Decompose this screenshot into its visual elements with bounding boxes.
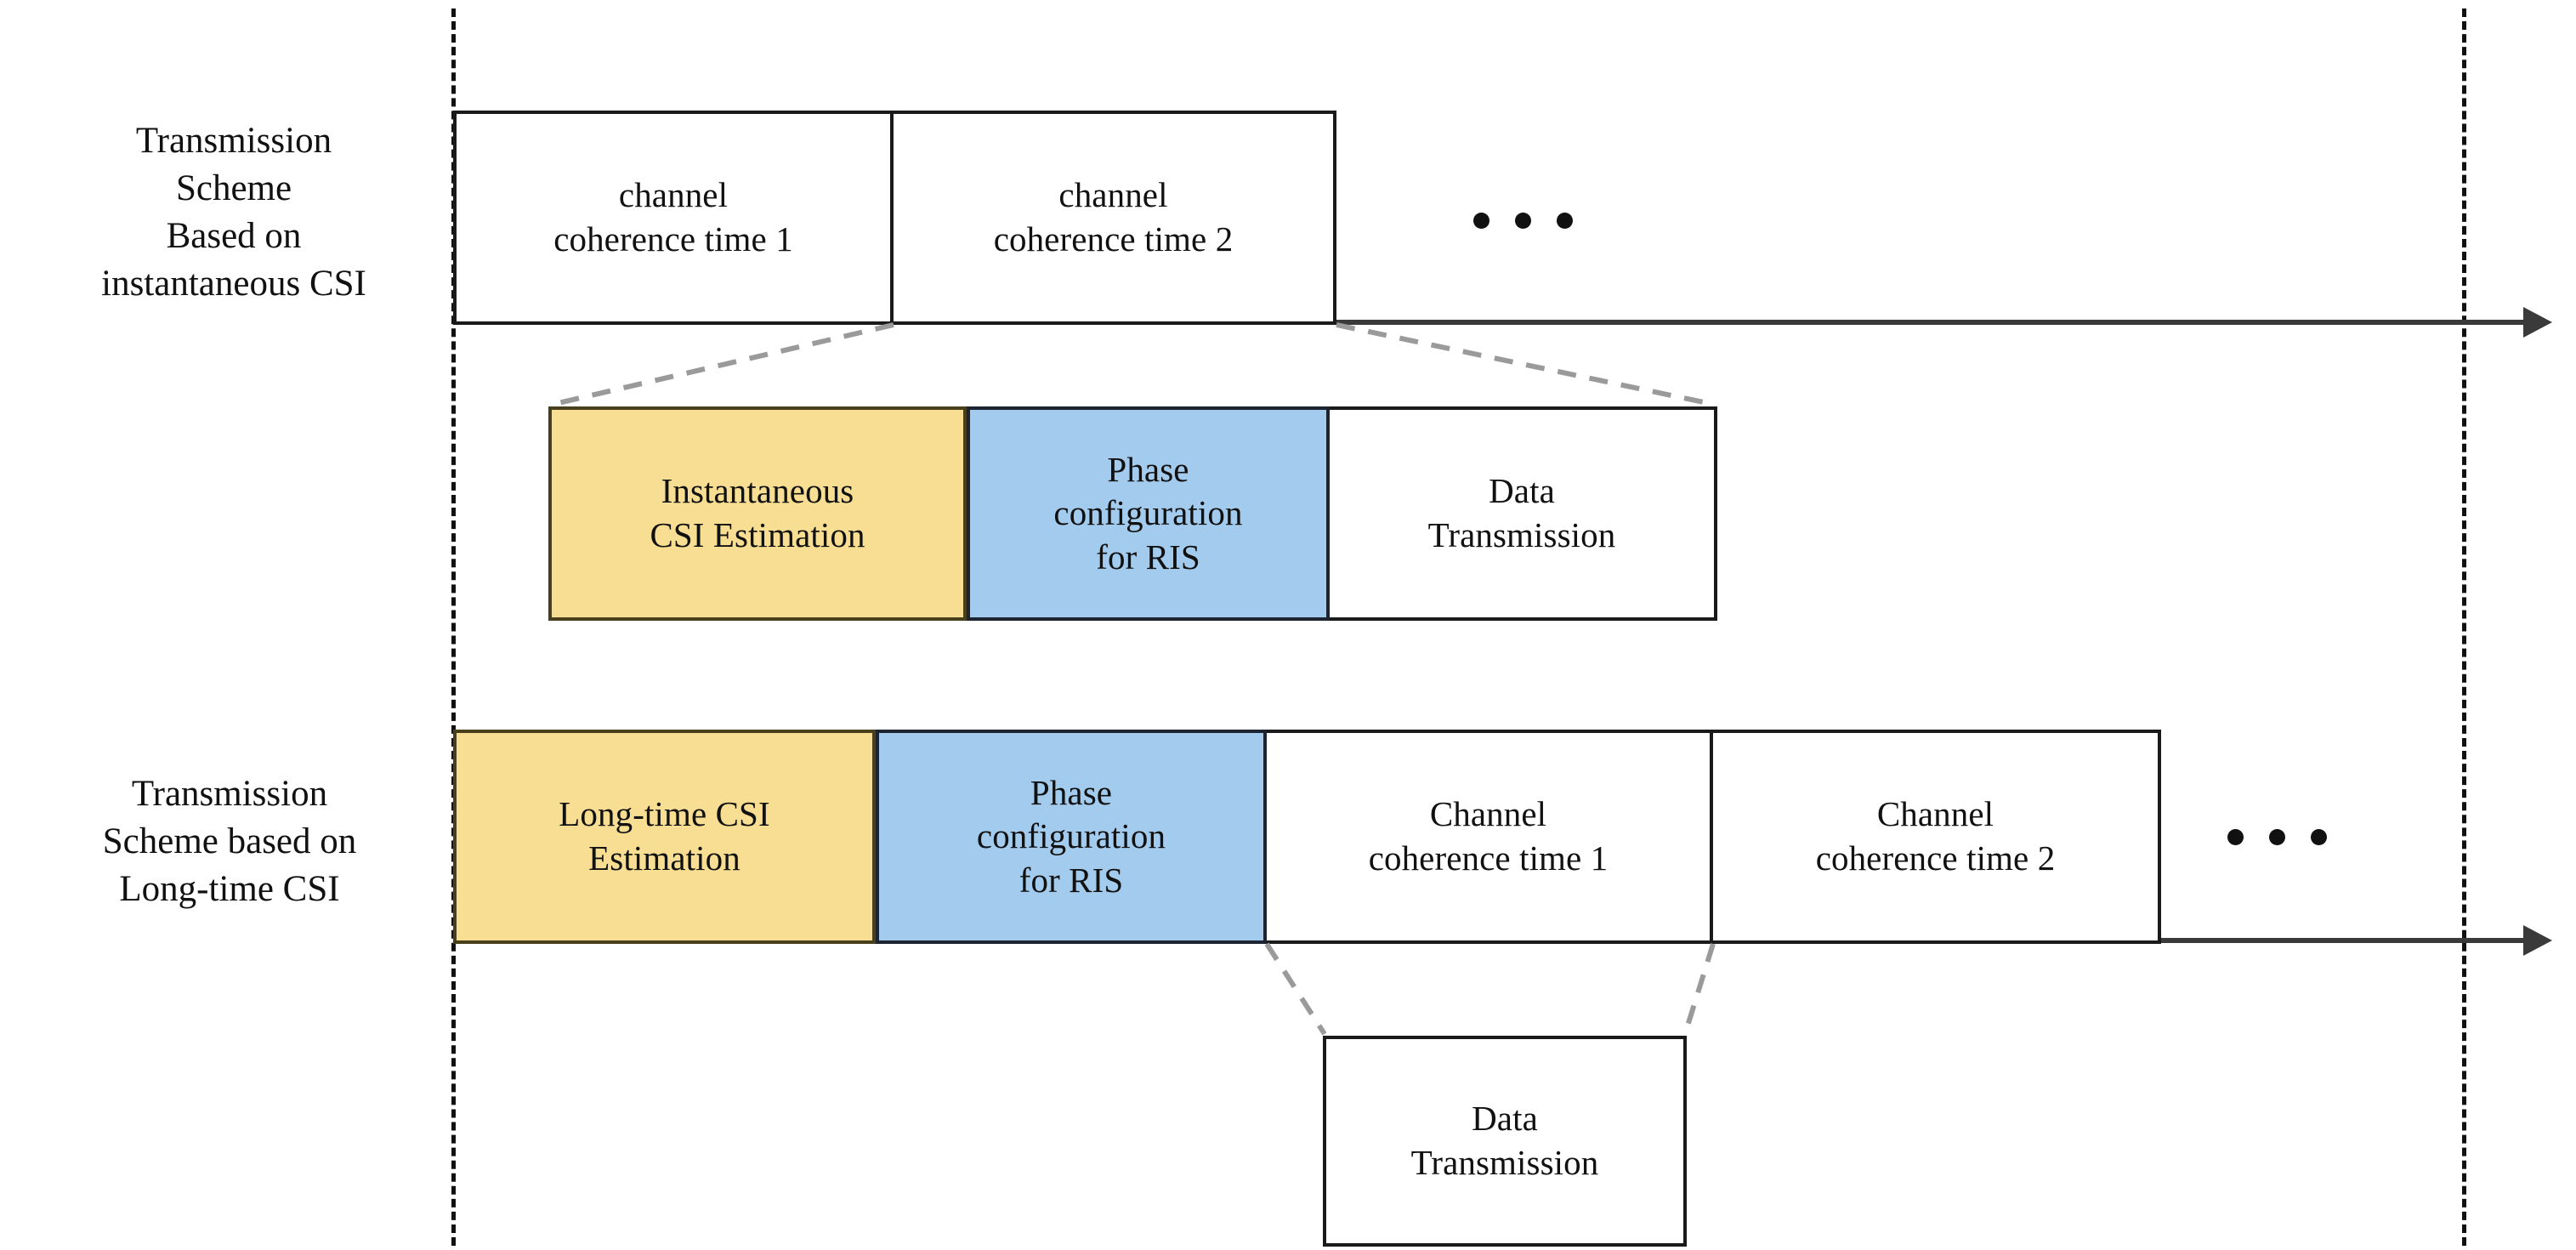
frame-label-line: coherence time 2 — [993, 219, 1234, 259]
frame-label: channel coherence time 1 — [548, 173, 798, 261]
block-label-line: Phase — [1030, 772, 1113, 812]
caption-instantaneous-scheme: Transmission Scheme Based on instantaneo… — [34, 85, 434, 340]
frame-label-line: channel — [618, 175, 729, 215]
block-label-line: Phase — [1107, 449, 1189, 489]
caption-line: Transmission — [131, 774, 328, 815]
block-label: Phase configuration for RIS — [1048, 448, 1247, 580]
frame-channel-coherence-time-2-top[interactable]: channel coherence time 2 — [894, 111, 1336, 325]
frame-label-line: Channel — [1429, 794, 1547, 834]
ellipsis-dot — [1557, 213, 1573, 229]
frame-label-line: channel — [1058, 175, 1168, 215]
block-data-transmission-top[interactable]: Data Transmission — [1330, 406, 1717, 621]
leader-line-left — [1264, 942, 1327, 1036]
caption-line: Scheme — [175, 168, 292, 209]
timeline-axis-instantaneous — [453, 320, 2546, 325]
frame-channel-coherence-time-2-bottom[interactable]: Channel coherence time 2 — [1713, 730, 2161, 944]
timeline-arrowhead-instantaneous — [2523, 307, 2552, 338]
block-label: Phase configuration for RIS — [972, 771, 1171, 903]
block-label-line: configuration — [1053, 493, 1243, 533]
block-label: Data Transmission — [1423, 469, 1621, 557]
block-label: Long-time CSI Estimation — [553, 793, 775, 880]
caption-line: Long-time CSI — [119, 868, 340, 909]
frame-label-line: Channel — [1876, 794, 1994, 834]
block-label-line: Transmission — [1410, 1143, 1599, 1182]
block-label-line: Transmission — [1427, 515, 1616, 554]
block-label-line: configuration — [976, 816, 1166, 856]
block-label-line: for RIS — [1018, 860, 1124, 900]
left-boundary-dashed-line — [451, 9, 456, 1246]
block-label: Instantaneous CSI Estimation — [644, 469, 870, 557]
caption-line: Based on — [166, 216, 302, 256]
block-label-line: Data — [1489, 471, 1555, 511]
leader-line-left — [550, 322, 894, 407]
frame-channel-coherence-time-1-top[interactable]: channel coherence time 1 — [453, 111, 894, 325]
continuation-ellipsis-top — [1473, 213, 1573, 229]
caption-line: Scheme based on — [102, 821, 357, 862]
block-instantaneous-csi-estimation[interactable]: Instantaneous CSI Estimation — [548, 406, 967, 621]
frame-label: channel coherence time 2 — [989, 173, 1239, 261]
block-label-line: CSI Estimation — [650, 515, 865, 554]
frame-label: Channel coherence time 1 — [1364, 793, 1614, 880]
block-label-line: Estimation — [588, 838, 740, 878]
frame-channel-coherence-time-1-bottom[interactable]: Channel coherence time 1 — [1267, 730, 1713, 944]
caption-longtime-scheme: Transmission Scheme based on Long-time C… — [17, 748, 442, 935]
ellipsis-dot — [2311, 829, 2327, 845]
continuation-ellipsis-bottom — [2227, 829, 2327, 845]
frame-label-line: coherence time 2 — [1815, 838, 2056, 878]
frame-label-line: coherence time 1 — [1368, 838, 1609, 878]
block-label-line: Instantaneous — [661, 471, 854, 511]
block-label-line: for RIS — [1096, 537, 1200, 577]
frame-label: Channel coherence time 2 — [1811, 793, 2061, 880]
right-boundary-dashed-line — [2462, 9, 2466, 1246]
ellipsis-dot — [2227, 829, 2244, 845]
block-label: Data Transmission — [1406, 1097, 1604, 1185]
frame-label-line: coherence time 1 — [553, 219, 793, 259]
ellipsis-dot — [1473, 213, 1489, 229]
caption-line: Transmission — [135, 121, 332, 162]
block-label-line: Data — [1472, 1099, 1538, 1139]
ellipsis-dot — [1515, 213, 1531, 229]
block-phase-configuration-for-ris-top[interactable]: Phase configuration for RIS — [967, 406, 1330, 621]
timeline-arrowhead-longtime — [2523, 925, 2552, 956]
leader-line-right — [1682, 943, 1716, 1035]
block-data-transmission-bottom[interactable]: Data Transmission — [1323, 1036, 1687, 1247]
caption-line: instantaneous CSI — [101, 263, 366, 304]
block-label-line: Long-time CSI — [559, 794, 770, 834]
block-longtime-csi-estimation[interactable]: Long-time CSI Estimation — [453, 730, 876, 944]
block-phase-configuration-for-ris-bottom[interactable]: Phase configuration for RIS — [876, 730, 1267, 944]
ellipsis-dot — [2269, 829, 2285, 845]
